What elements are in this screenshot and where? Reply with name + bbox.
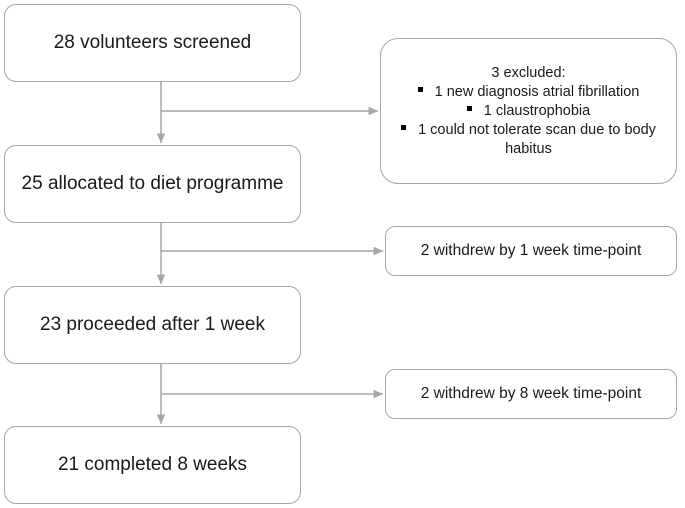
allocated-box: 25 allocated to diet programme bbox=[4, 145, 301, 223]
excluded-box: 3 excluded: 1 new diagnosis atrial fibri… bbox=[380, 38, 677, 184]
completed-box: 21 completed 8 weeks bbox=[4, 426, 301, 504]
excluded-item: 1 claustrophobia bbox=[391, 102, 666, 121]
screened-box: 28 volunteers screened bbox=[4, 4, 301, 82]
completed-label: 21 completed 8 weeks bbox=[57, 454, 248, 475]
excluded-item-text: 1 could not tolerate scan due to body ha… bbox=[418, 121, 656, 157]
withdrew-week8-box: 2 withdrew by 8 week time-point bbox=[385, 369, 677, 419]
screened-label: 28 volunteers screened bbox=[53, 32, 252, 53]
bullet-icon bbox=[417, 87, 423, 93]
proceeded-box: 23 proceeded after 1 week bbox=[4, 286, 301, 364]
excluded-item-text: 1 claustrophobia bbox=[483, 102, 591, 119]
excluded-item: 1 new diagnosis atrial fibrillation bbox=[391, 83, 666, 102]
withdrew-week1-label: 2 withdrew by 1 week time-point bbox=[420, 242, 642, 259]
excluded-list: 1 new diagnosis atrial fibrillation 1 cl… bbox=[391, 83, 666, 159]
withdrew-week1-box: 2 withdrew by 1 week time-point bbox=[385, 226, 677, 276]
bullet-icon bbox=[401, 125, 407, 131]
excluded-title: 3 excluded: bbox=[491, 64, 566, 81]
excluded-item: 1 could not tolerate scan due to body ha… bbox=[391, 121, 666, 159]
allocated-label: 25 allocated to diet programme bbox=[21, 173, 284, 194]
excluded-item-text: 1 new diagnosis atrial fibrillation bbox=[434, 83, 640, 100]
withdrew-week8-label: 2 withdrew by 8 week time-point bbox=[420, 385, 642, 402]
proceeded-label: 23 proceeded after 1 week bbox=[40, 314, 265, 335]
bullet-icon bbox=[466, 106, 472, 112]
